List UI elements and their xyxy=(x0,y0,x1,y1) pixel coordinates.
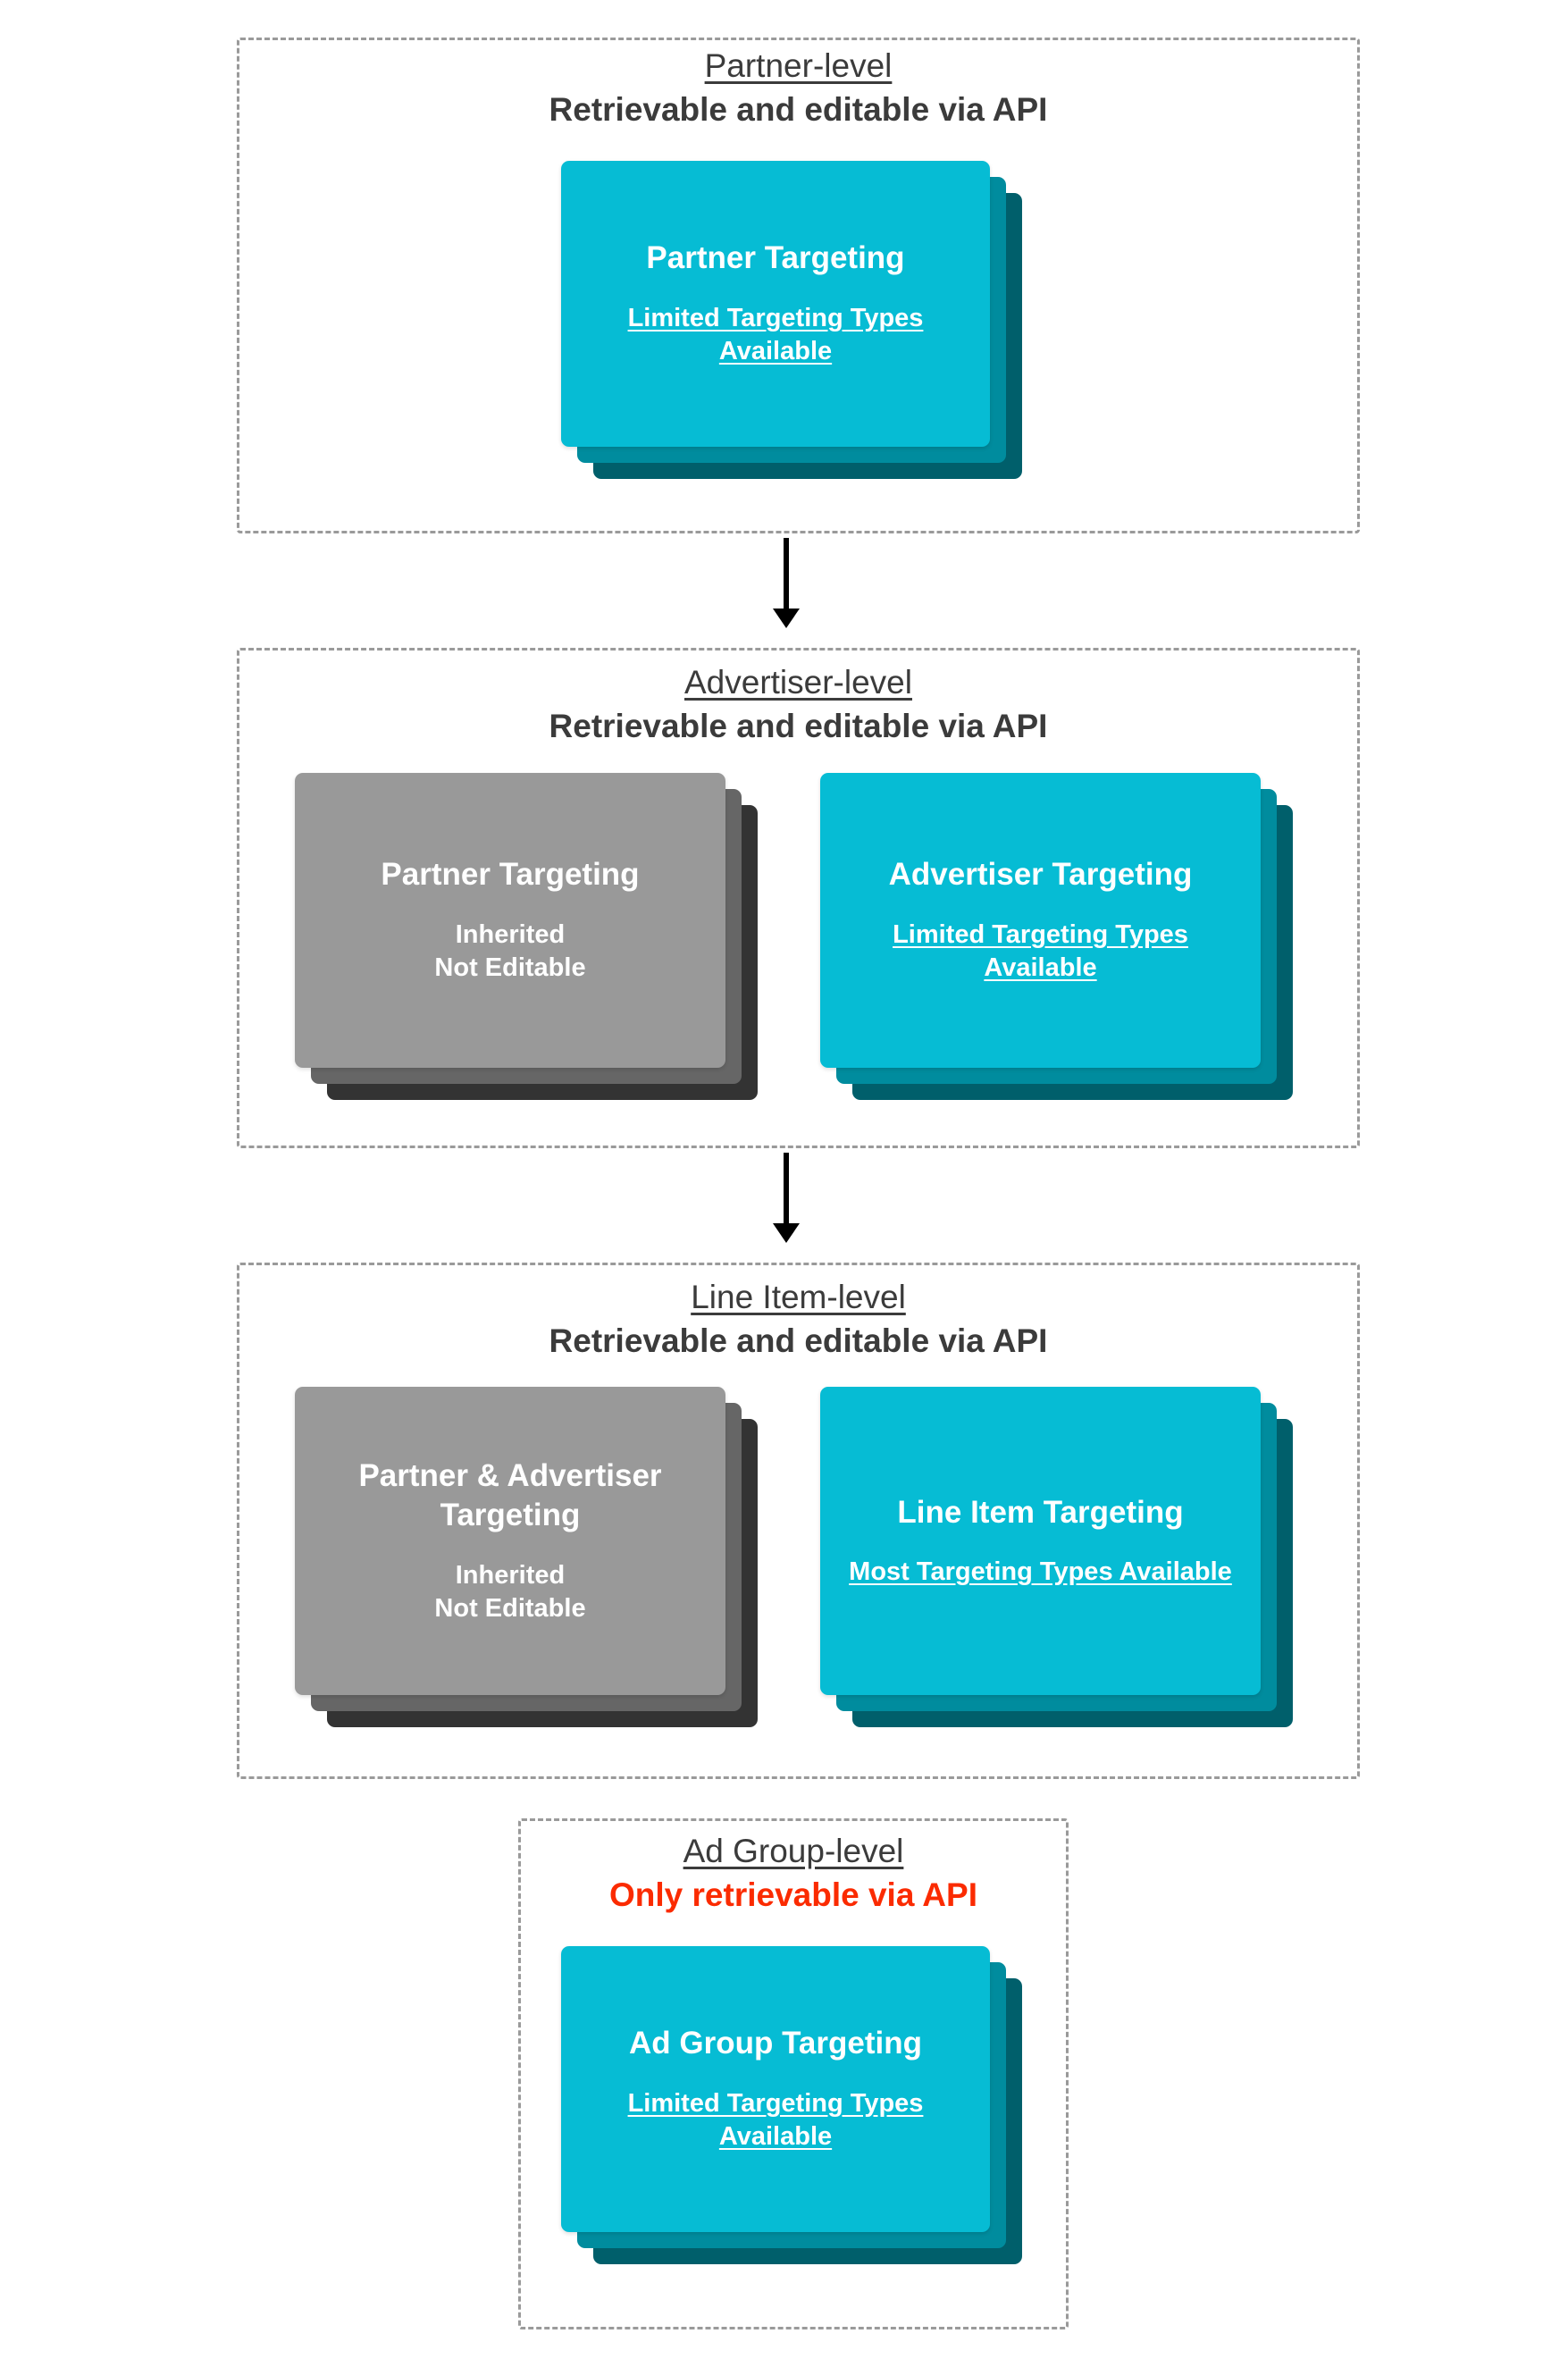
card-title: Ad Group Targeting xyxy=(629,2026,922,2061)
level-box-partner xyxy=(237,38,1360,533)
card-note: Inherited Not Editable xyxy=(434,920,586,983)
level-title-line-item: Line Item-level xyxy=(691,1279,906,1315)
level-header-partner: Partner-level Retrievable and editable v… xyxy=(237,46,1360,130)
level-box-advertiser xyxy=(237,648,1360,1148)
card-title: Partner Targeting xyxy=(381,857,640,893)
level-header-line-item: Line Item-level Retrievable and editable… xyxy=(237,1278,1360,1361)
level-box-line-item xyxy=(237,1263,1360,1779)
level-header-advertiser: Advertiser-level Retrievable and editabl… xyxy=(237,663,1360,746)
card-title: Line Item Targeting xyxy=(897,1494,1184,1530)
card-layer-front: Line Item Targeting Most Targeting Types… xyxy=(820,1387,1261,1695)
level-box-ad-group xyxy=(518,1818,1069,2329)
card-layer-front: Ad Group Targeting Limited Targeting Typ… xyxy=(561,1946,990,2232)
card-note: Inherited Not Editable xyxy=(434,1561,586,1624)
card-title: Partner Targeting xyxy=(646,240,905,276)
arrow-advertiser-to-line-item xyxy=(784,1153,789,1224)
level-title-partner: Partner-level xyxy=(704,47,893,84)
card-note: Limited Targeting Types Available xyxy=(627,304,924,366)
level-subtitle-advertiser: Retrievable and editable via API xyxy=(549,707,1048,744)
card-title: Advertiser Targeting xyxy=(888,857,1193,893)
card-inherited-partner-advertiser-targeting[interactable]: Partner & Advertiser Targeting Inherited… xyxy=(295,1387,758,1727)
card-layer-front: Partner & Advertiser Targeting Inherited… xyxy=(295,1387,725,1695)
level-title-advertiser: Advertiser-level xyxy=(684,664,912,701)
level-subtitle-partner: Retrievable and editable via API xyxy=(549,90,1048,128)
level-subtitle-line-item: Retrievable and editable via API xyxy=(549,1322,1048,1359)
level-subtitle-ad-group: Only retrievable via API xyxy=(609,1876,977,1913)
card-note: Limited Targeting Types Available xyxy=(893,920,1188,983)
card-ad-group-targeting[interactable]: Ad Group Targeting Limited Targeting Typ… xyxy=(561,1946,1022,2264)
card-layer-front: Advertiser Targeting Limited Targeting T… xyxy=(820,773,1261,1068)
card-title: Partner & Advertiser Targeting xyxy=(358,1457,662,1533)
level-header-ad-group: Ad Group-level Only retrievable via API xyxy=(518,1832,1069,1915)
card-note: Most Targeting Types Available xyxy=(849,1557,1232,1587)
card-note: Limited Targeting Types Available xyxy=(627,2089,924,2152)
card-layer-front: Partner Targeting Inherited Not Editable xyxy=(295,773,725,1068)
arrow-partner-to-advertiser xyxy=(784,538,789,609)
card-partner-targeting[interactable]: Partner Targeting Limited Targeting Type… xyxy=(561,161,1022,479)
card-advertiser-targeting[interactable]: Advertiser Targeting Limited Targeting T… xyxy=(820,773,1293,1100)
card-inherited-partner-targeting[interactable]: Partner Targeting Inherited Not Editable xyxy=(295,773,758,1100)
card-layer-front: Partner Targeting Limited Targeting Type… xyxy=(561,161,990,447)
level-title-ad-group: Ad Group-level xyxy=(683,1833,904,1869)
card-line-item-targeting[interactable]: Line Item Targeting Most Targeting Types… xyxy=(820,1387,1293,1727)
